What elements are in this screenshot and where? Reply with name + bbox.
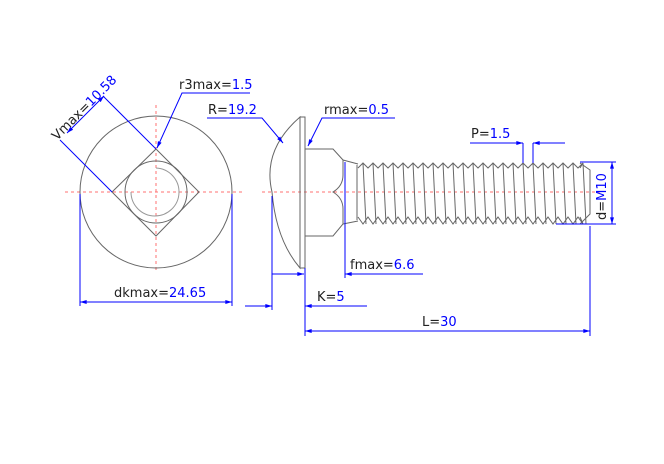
head-circle <box>79 115 233 269</box>
dim-r-leader <box>207 117 284 144</box>
thread <box>357 162 587 225</box>
dkmax-text: dkmax=24.65 <box>114 286 206 301</box>
vmax-text: Vmax=10.58 <box>49 73 120 144</box>
dim-diameter <box>556 161 616 225</box>
dim-pitch <box>470 141 565 163</box>
thread-arc <box>130 167 180 217</box>
dim-dkmax <box>79 194 233 306</box>
dim-rmax-leader <box>307 117 395 147</box>
dim-r3max-leader <box>156 92 250 149</box>
dim-fmax <box>271 162 423 310</box>
dim-k <box>245 268 367 336</box>
r3max-text: r3max=1.5 <box>179 78 253 93</box>
shank-circle <box>124 160 188 224</box>
length-text: L=30 <box>422 315 457 330</box>
front-view <box>79 115 233 269</box>
rmax-text: rmax=0.5 <box>324 103 389 118</box>
r-text: R=19.2 <box>208 103 257 118</box>
k-text: K=5 <box>317 290 345 305</box>
pitch-text: P=1.5 <box>471 127 510 142</box>
diameter-text: d=M10 <box>595 173 610 220</box>
dim-length <box>304 226 591 336</box>
fmax-text: fmax=6.6 <box>350 258 414 273</box>
dim-vmax <box>59 95 157 193</box>
square-neck <box>111 148 200 237</box>
